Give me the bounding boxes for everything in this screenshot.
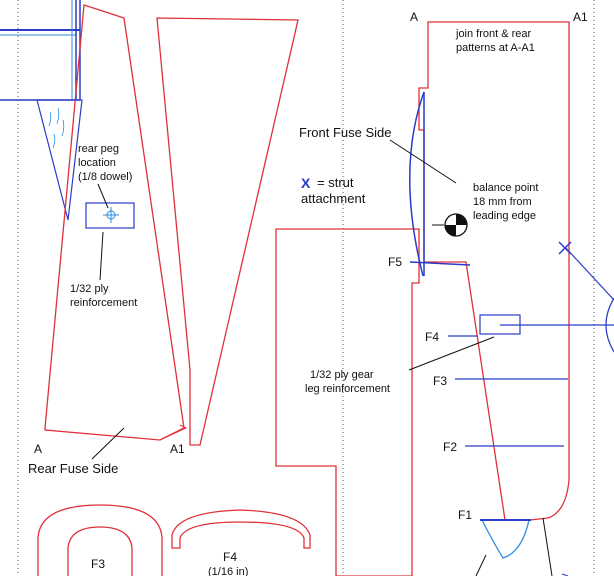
label-join-1: join front & rear [455,28,532,40]
label-f2: F2 [443,440,457,454]
label-strut-x: X [301,175,311,191]
label-rear-peg-1: rear peg [78,143,119,155]
former-f5-line [409,261,471,266]
label-front-fuse-side: Front Fuse Side [299,125,392,140]
label-rear-peg-2: location [78,157,116,169]
label-f4-bottom: F4 [223,550,237,564]
ply-reinforcement-leader [99,231,104,281]
label-a-left: A [34,442,42,456]
label-a1-right: A1 [573,10,588,24]
label-f4-right: F4 [425,330,439,344]
label-balance-2: 18 mm from [473,196,532,208]
front-canopy-curve [409,91,425,277]
strut-attachment-x-icon [558,241,572,255]
rear-peg-box [85,202,135,229]
right-edge-arc [605,297,614,353]
top-left-assembly [0,0,83,221]
rear-fuse-tab [159,424,188,441]
label-f3-right: F3 [433,374,447,388]
label-gear-1: 1/32 ply gear [310,369,374,381]
front-fuse-side-leader [389,139,457,184]
lower-fuse-piece-outline [275,228,420,576]
label-f5: F5 [388,255,402,269]
doubler-outline [156,17,299,446]
rear-fuse-side-outline [44,4,185,441]
former-f3-piece-inner [67,526,133,576]
front-fuse-side-outline [418,21,570,521]
label-ply-reinforcement-1: 1/32 ply [70,283,109,295]
former-f3-piece-outer [37,504,163,576]
f1-leader-lower [475,554,487,576]
label-strut-1: = strut [317,175,354,190]
label-gear-2: leg reinforcement [305,383,390,395]
rear-fuse-side-leader [91,427,125,460]
former-f4-piece-outline [171,509,311,549]
label-balance-3: leading edge [473,210,536,222]
label-rear-fuse-side: Rear Fuse Side [28,461,118,476]
nose-cowl-shape [480,519,530,559]
rear-peg-leader [97,183,109,209]
label-rear-peg-3: (1/8 dowel) [78,171,132,183]
label-a-right: A [410,10,418,24]
label-f1: F1 [458,508,472,522]
label-ply-reinforcement-2: reinforcement [70,297,137,309]
label-f3-bottom: F3 [91,557,105,571]
label-strut-2: attachment [301,191,366,206]
label-balance-1: balance point [473,182,538,194]
label-f4-thickness: (1/16 in) [208,566,248,576]
strut-diagonal [564,246,614,301]
label-join-2: patterns at A-A1 [456,42,535,54]
label-a1-left: A1 [170,442,185,456]
balance-point-icon [432,213,468,237]
lower-right-line [542,517,553,576]
gear-leg-leader [408,336,495,371]
